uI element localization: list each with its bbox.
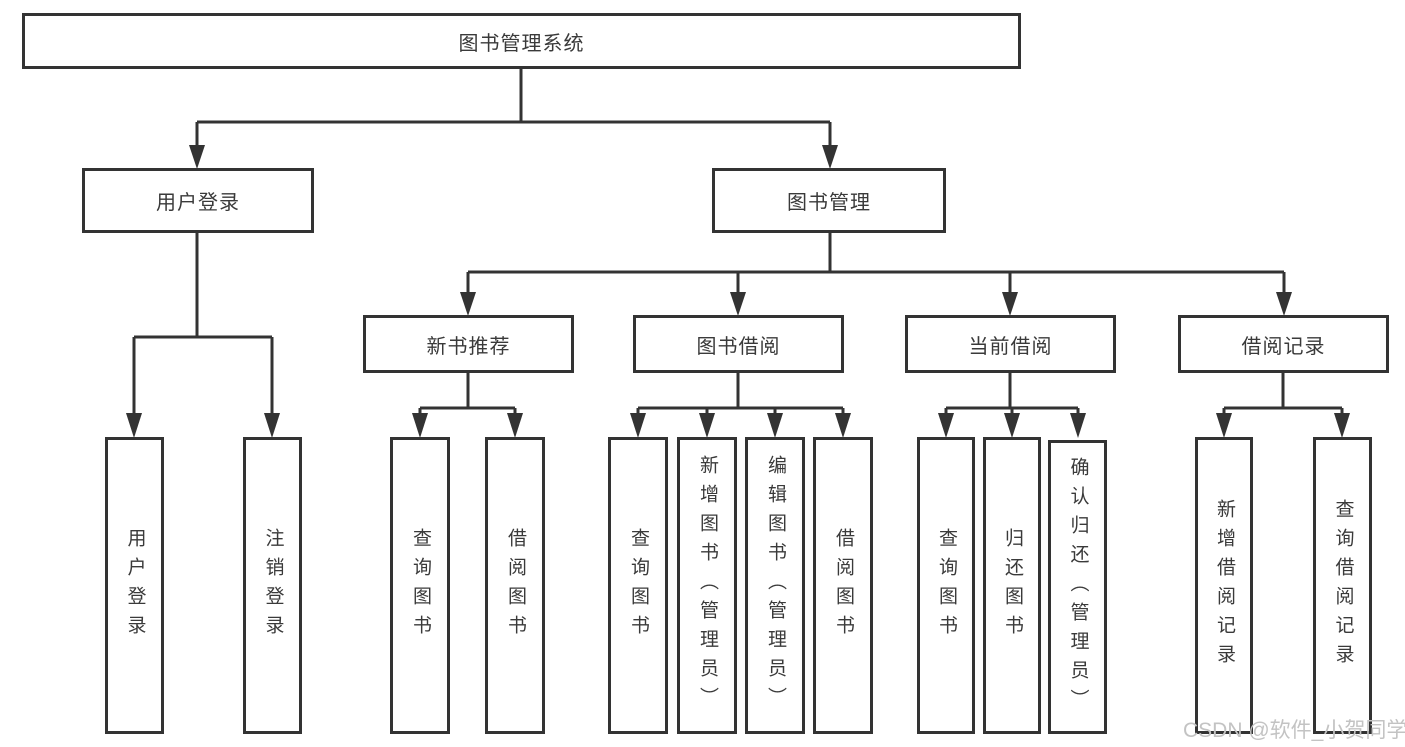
leaf-label: 借阅图书: [832, 527, 854, 644]
leaf-edit-book-admin: 编辑图书（管理员）: [745, 437, 805, 734]
arrowhead: [1004, 413, 1020, 438]
leaf-borrow-books-1: 借阅图书: [485, 437, 545, 734]
arrowhead: [1334, 413, 1350, 438]
connector-new-book-recommend: [412, 373, 523, 438]
arrowhead: [507, 413, 523, 438]
arrowhead: [938, 413, 954, 438]
watermark: CSDN @软件_小贺同学: [1183, 719, 1405, 742]
connector-line: [132, 232, 274, 418]
arrowhead: [822, 145, 838, 169]
connector-root-to-level2: [189, 68, 838, 169]
node-borrowing-records: 借阅记录: [1178, 315, 1389, 373]
node-new-book-recommend: 新书推荐: [363, 315, 574, 373]
node-current-borrowing: 当前借阅: [905, 315, 1116, 373]
arrowhead: [1070, 413, 1086, 438]
arrowhead: [767, 413, 783, 438]
arrowhead: [264, 413, 280, 438]
leaf-label: 用户登录: [124, 527, 146, 644]
leaf-label: 借阅图书: [504, 527, 526, 644]
leaf-add-borrow-record: 新增借阅记录: [1195, 437, 1253, 734]
leaf-query-books-1: 查询图书: [390, 437, 450, 734]
leaf-borrow-books-2: 借阅图书: [813, 437, 873, 734]
leaf-query-borrow-record: 查询借阅记录: [1313, 437, 1372, 734]
leaf-logout-login: 注销登录: [243, 437, 302, 734]
connector-current-borrowing: [938, 373, 1086, 438]
connector-book-borrowing: [630, 373, 851, 438]
leaf-query-books-2: 查询图书: [608, 437, 668, 734]
node-book-management: 图书管理: [712, 168, 946, 233]
leaf-user-login: 用户登录: [105, 437, 164, 734]
leaf-label: 注销登录: [262, 527, 284, 644]
leaf-query-books-3: 查询图书: [917, 437, 975, 734]
arrowhead: [412, 413, 428, 438]
leaf-label: 新增借阅记录: [1213, 498, 1235, 673]
arrowhead: [630, 413, 646, 438]
connector-line: [636, 373, 845, 418]
leaf-label: 确认归还（管理员）: [1067, 456, 1089, 718]
connector-line: [944, 373, 1080, 418]
node-library-system: 图书管理系统: [22, 13, 1021, 69]
connector-user-login: [126, 232, 280, 438]
leaf-label: 查询图书: [409, 527, 431, 644]
arrowhead: [126, 413, 142, 438]
connector-book-management: [460, 232, 1292, 316]
leaf-label: 新增图书（管理员）: [696, 455, 718, 716]
leaf-label: 查询借阅记录: [1332, 498, 1354, 673]
arrowhead: [1002, 292, 1018, 316]
connector-line: [418, 373, 517, 418]
arrowhead: [460, 292, 476, 316]
leaf-label: 归还图书: [1001, 527, 1023, 644]
leaf-label: 编辑图书（管理员）: [764, 455, 786, 716]
leaf-add-book-admin: 新增图书（管理员）: [677, 437, 737, 734]
arrowhead: [189, 145, 205, 169]
connector-borrowing-records: [1216, 373, 1350, 438]
node-book-borrowing: 图书借阅: [633, 315, 844, 373]
leaf-return-books: 归还图书: [983, 437, 1041, 734]
arrowhead: [835, 413, 851, 438]
arrowhead: [1216, 413, 1232, 438]
arrowhead: [730, 292, 746, 316]
leaf-label: 查询图书: [627, 527, 649, 644]
arrowhead: [699, 413, 715, 438]
node-user-login: 用户登录: [82, 168, 314, 233]
connector-line: [466, 232, 1286, 297]
leaf-label: 查询图书: [935, 527, 957, 644]
connector-line: [195, 68, 832, 150]
arrowhead: [1276, 292, 1292, 316]
leaf-confirm-return-admin: 确认归还（管理员）: [1048, 440, 1107, 734]
connector-line: [1222, 373, 1344, 418]
